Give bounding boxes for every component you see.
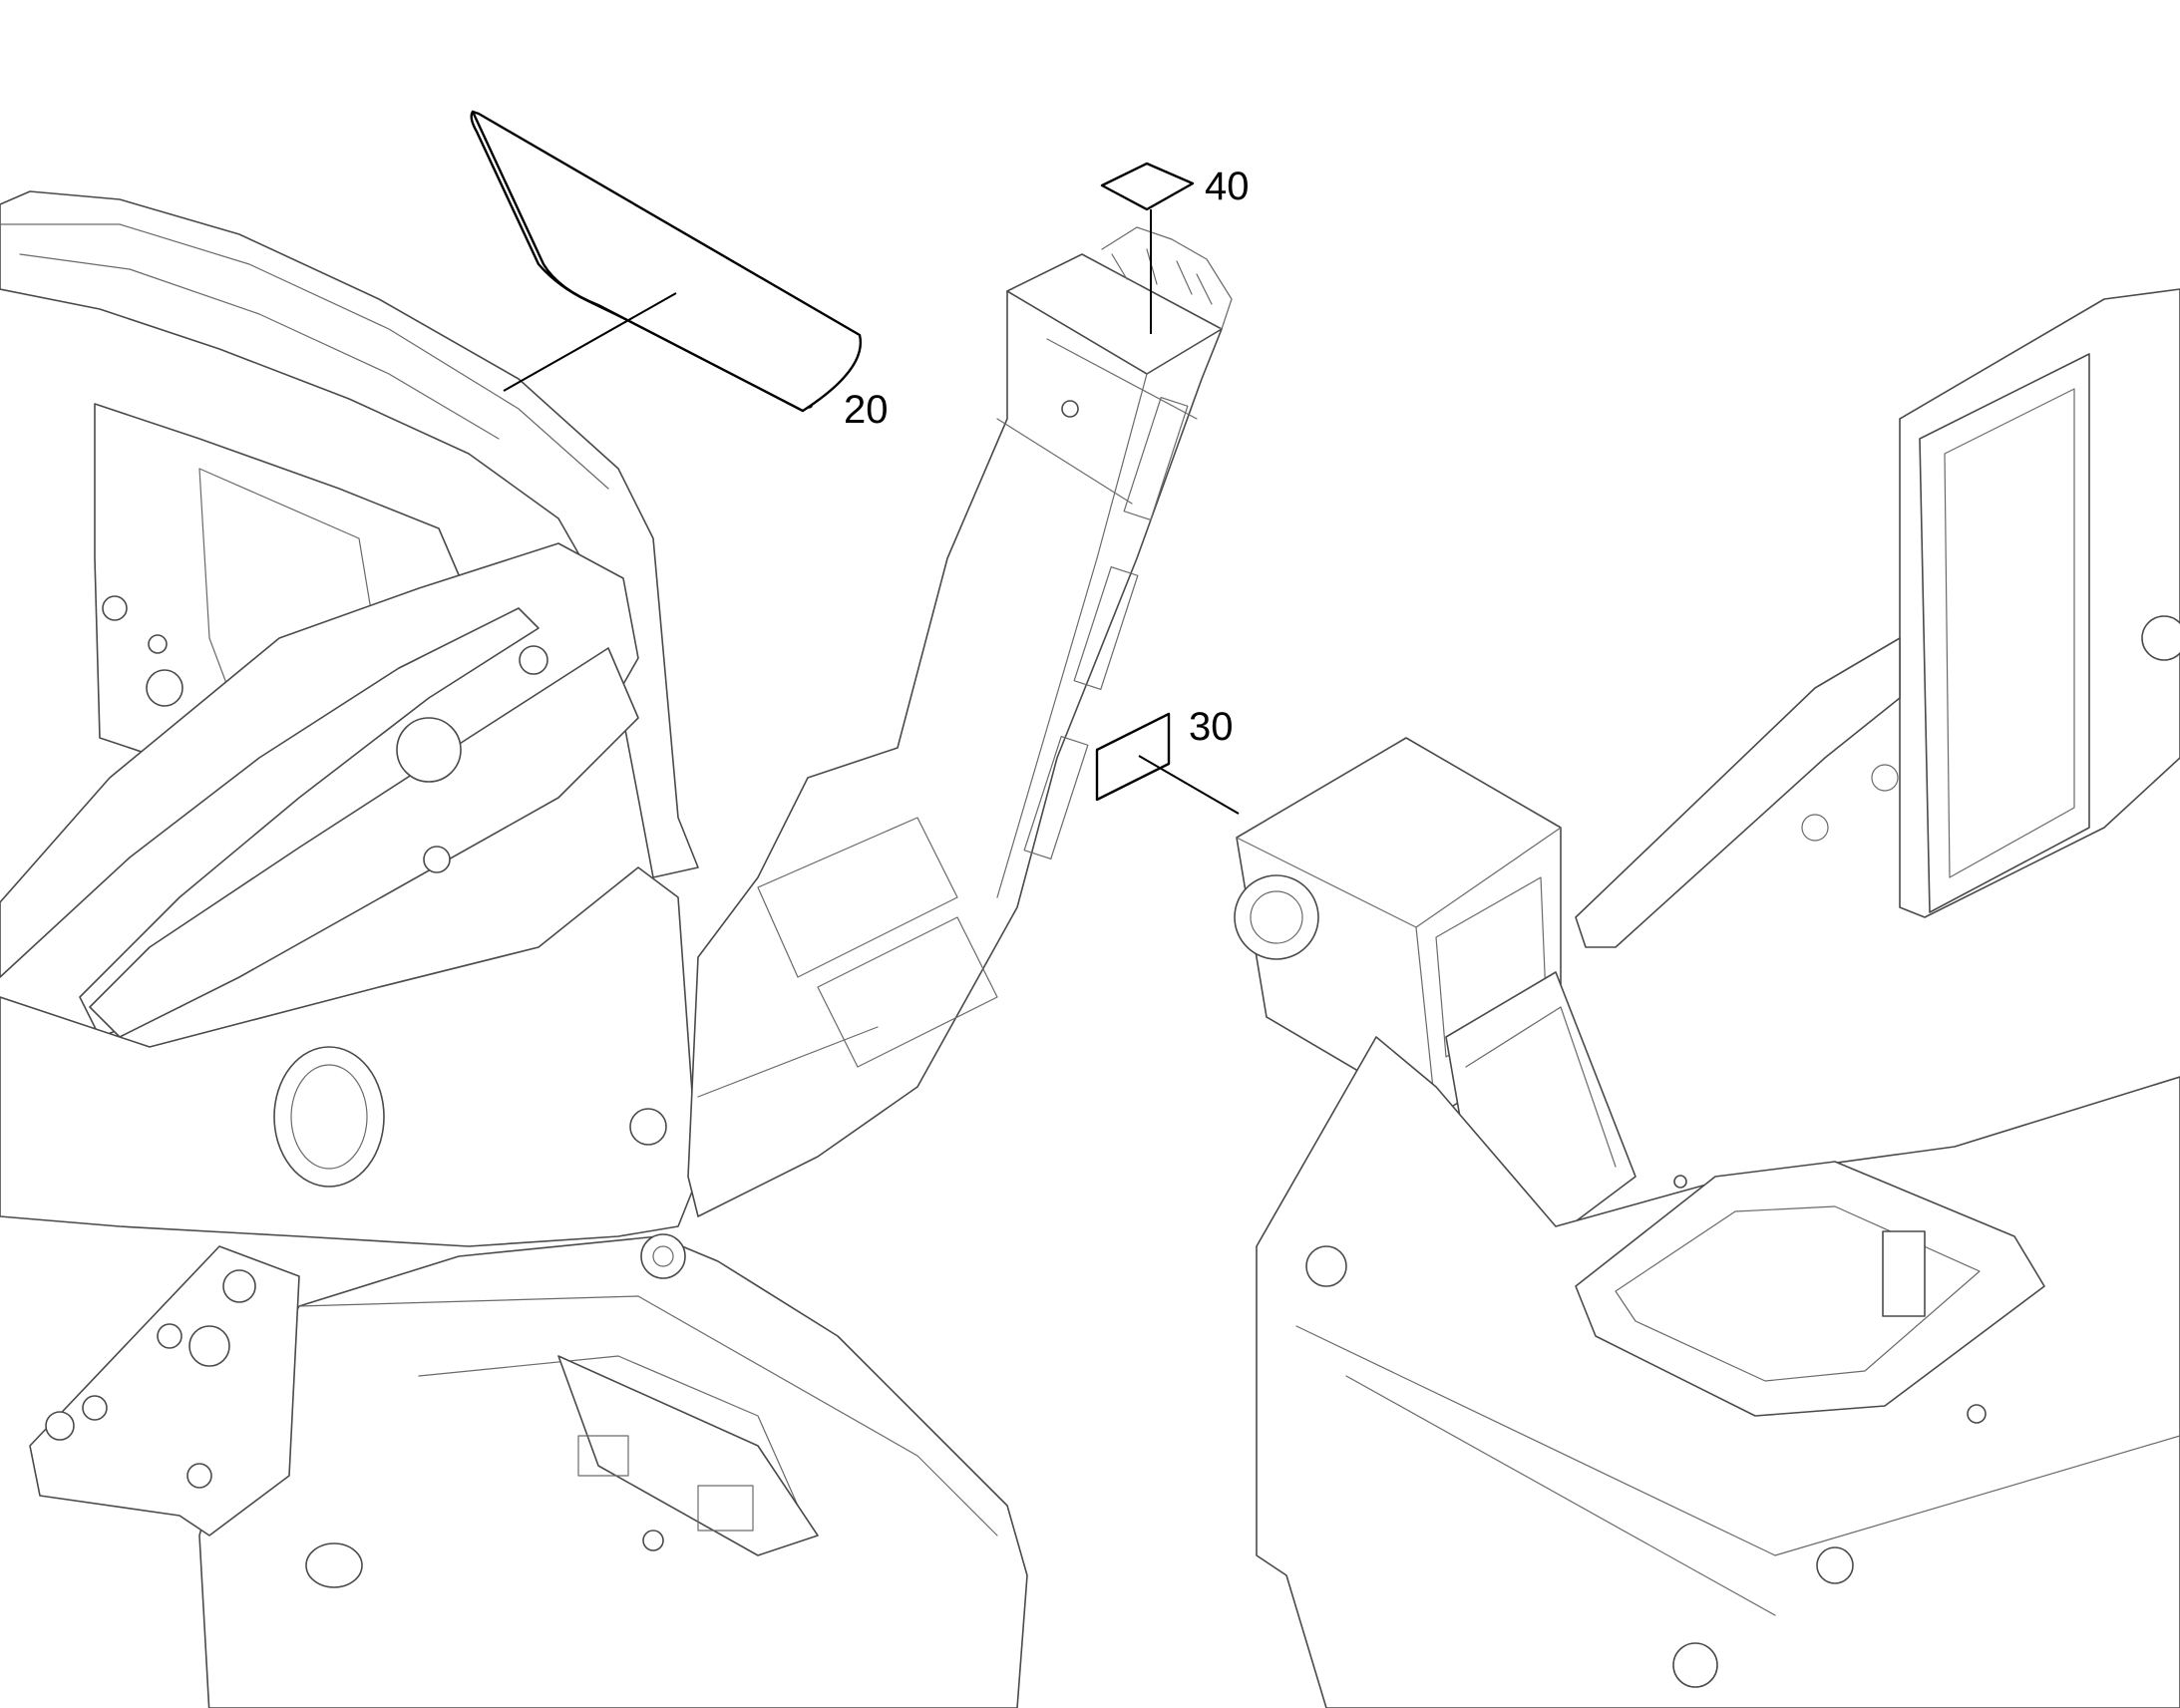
decal-20-group: 20: [470, 110, 889, 432]
left-frame-assembly: [0, 190, 699, 1247]
leader-30: [1138, 755, 1240, 815]
callout-label-40: 40: [1205, 165, 1250, 208]
upright-column: [687, 226, 1233, 1217]
decal-30: [1095, 712, 1171, 802]
decal-30-group: 30: [1095, 705, 1240, 815]
decal-40-group: 40: [1100, 162, 1250, 334]
lower-left-block: [29, 1233, 1028, 1708]
leader-20: [503, 292, 677, 392]
callout-label-30: 30: [1189, 705, 1234, 749]
callout-label-20: 20: [844, 388, 889, 432]
decal-40: [1100, 162, 1195, 211]
right-frame-assembly: [1234, 288, 2180, 1708]
